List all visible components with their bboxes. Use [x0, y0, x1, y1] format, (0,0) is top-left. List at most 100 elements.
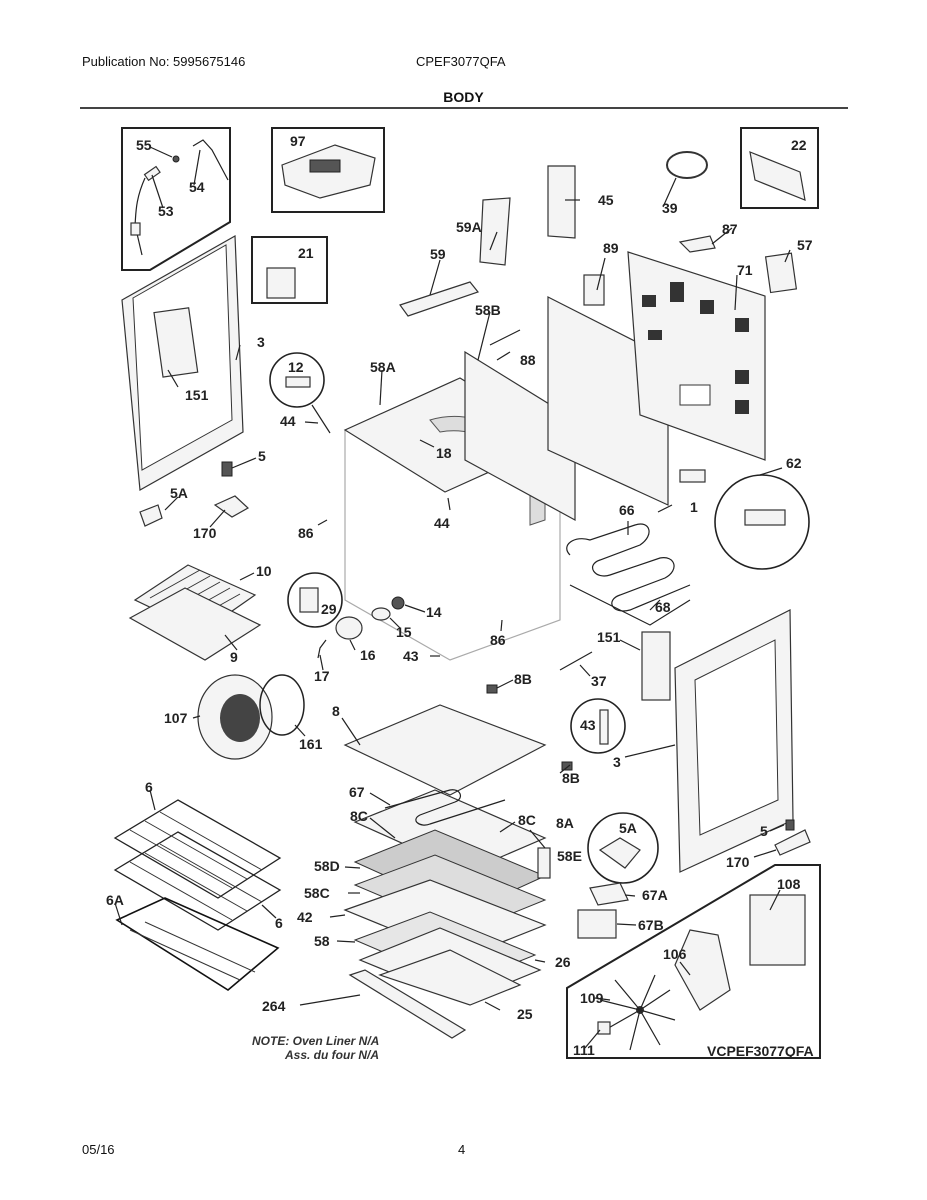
callout-68[interactable]: 68	[655, 599, 671, 615]
callout-151-left[interactable]: 151	[185, 387, 209, 403]
part-shape-58E	[537, 847, 551, 879]
part-shape-17	[317, 639, 327, 659]
callout-58[interactable]: 58	[314, 933, 330, 949]
part-shape-6-mid	[113, 831, 282, 931]
callout-6-top[interactable]: 6	[145, 779, 153, 795]
callout-109[interactable]: 109	[580, 990, 604, 1006]
callout-5-left[interactable]: 5	[258, 448, 266, 464]
callout-16[interactable]: 16	[360, 647, 376, 663]
callout-151-right[interactable]: 151	[597, 629, 621, 645]
part-shape-66	[566, 523, 691, 612]
callout-88[interactable]: 88	[520, 352, 536, 368]
inset-caption: VCPEF3077QFA	[707, 1043, 814, 1059]
callout-89[interactable]: 89	[603, 240, 619, 256]
callout-161[interactable]: 161	[299, 736, 323, 752]
callout-9[interactable]: 9	[230, 649, 238, 665]
callout-21[interactable]: 21	[298, 245, 314, 261]
callout-58A[interactable]: 58A	[370, 359, 396, 375]
part-shape-151-left	[153, 307, 199, 378]
part-shape-22	[749, 151, 806, 201]
callout-43-detail[interactable]: 43	[580, 717, 596, 733]
part-shape-6A	[115, 897, 280, 991]
callout-58E[interactable]: 58E	[557, 848, 582, 864]
part-shape-21	[266, 267, 296, 299]
callout-264[interactable]: 264	[262, 998, 286, 1014]
callout-71[interactable]: 71	[737, 262, 753, 278]
callout-66[interactable]: 66	[619, 502, 635, 518]
callout-97[interactable]: 97	[290, 133, 306, 149]
part-shape-43-detail	[570, 698, 626, 754]
part-shape-54	[192, 139, 229, 181]
callout-39[interactable]: 39	[662, 200, 678, 216]
inset-frame	[740, 127, 819, 209]
part-shape-39	[666, 151, 708, 179]
part-shape-5A-left	[139, 504, 163, 527]
callout-58D[interactable]: 58D	[314, 858, 340, 874]
callout-57[interactable]: 57	[797, 237, 813, 253]
callout-8B-bottom[interactable]: 8B	[562, 770, 580, 786]
callout-14[interactable]: 14	[426, 604, 442, 620]
callout-170-right[interactable]: 170	[726, 854, 750, 870]
callout-58C[interactable]: 58C	[304, 885, 330, 901]
callout-17[interactable]: 17	[314, 668, 330, 684]
callout-67B[interactable]: 67B	[638, 917, 664, 933]
callout-22[interactable]: 22	[791, 137, 807, 153]
callout-42[interactable]: 42	[297, 909, 313, 925]
note-line-2: Ass. du four N/A	[284, 1048, 379, 1062]
callout-26[interactable]: 26	[555, 954, 571, 970]
callout-6-mid[interactable]: 6	[275, 915, 283, 931]
callout-8C-right[interactable]: 8C	[518, 812, 536, 828]
callout-15[interactable]: 15	[396, 624, 412, 640]
access-opening	[679, 384, 711, 406]
callout-53[interactable]: 53	[158, 203, 174, 219]
footer-date: 05/16	[82, 1142, 115, 1157]
callout-8B-top[interactable]: 8B	[514, 671, 532, 687]
callout-170-left[interactable]: 170	[193, 525, 217, 541]
callout-58B[interactable]: 58B	[475, 302, 501, 318]
terminal-small	[679, 469, 706, 483]
callout-8C-left[interactable]: 8C	[350, 808, 368, 824]
callout-44-a[interactable]: 44	[280, 413, 296, 429]
callout-59[interactable]: 59	[430, 246, 446, 262]
callout-25[interactable]: 25	[517, 1006, 533, 1022]
callout-86-right[interactable]: 86	[490, 632, 506, 648]
callout-12[interactable]: 12	[288, 359, 304, 375]
callout-5A-left[interactable]: 5A	[170, 485, 188, 501]
callout-67A[interactable]: 67A	[642, 887, 668, 903]
part-shape-9	[128, 587, 262, 661]
callout-8A[interactable]: 8A	[556, 815, 574, 831]
leg-body	[598, 837, 641, 869]
callout-87[interactable]: 87	[722, 221, 738, 237]
callout-62[interactable]: 62	[786, 455, 802, 471]
part-shape-106	[674, 929, 731, 1011]
callout-106[interactable]: 106	[663, 946, 687, 962]
callout-1[interactable]: 1	[690, 499, 698, 515]
vent-slot	[648, 330, 662, 340]
callout-54[interactable]: 54	[189, 179, 205, 195]
callout-107[interactable]: 107	[164, 710, 188, 726]
callout-3-left[interactable]: 3	[257, 334, 265, 350]
callout-18[interactable]: 18	[436, 445, 452, 461]
callout-5A-detail[interactable]: 5A	[619, 820, 637, 836]
control-board-inset	[271, 127, 385, 213]
callout-59A[interactable]: 59A	[456, 219, 482, 235]
racks	[113, 799, 282, 991]
callout-67[interactable]: 67	[349, 784, 365, 800]
callout-10[interactable]: 10	[256, 563, 272, 579]
callout-6A[interactable]: 6A	[106, 892, 124, 908]
callout-45[interactable]: 45	[598, 192, 614, 208]
callout-86-left[interactable]: 86	[298, 525, 314, 541]
callout-37[interactable]: 37	[591, 673, 607, 689]
callout-5-right[interactable]: 5	[760, 823, 768, 839]
vent-slot	[735, 400, 749, 414]
callout-8[interactable]: 8	[332, 703, 340, 719]
model-number: CPEF3077QFA	[416, 54, 506, 69]
callout-55[interactable]: 55	[136, 137, 152, 153]
callout-111[interactable]: 111	[573, 1042, 595, 1058]
callout-44-b[interactable]: 44	[434, 515, 450, 531]
callout-29[interactable]: 29	[321, 601, 337, 617]
callout-43[interactable]: 43	[403, 648, 419, 664]
callout-108[interactable]: 108	[777, 876, 801, 892]
callout-3-right[interactable]: 3	[613, 754, 621, 770]
